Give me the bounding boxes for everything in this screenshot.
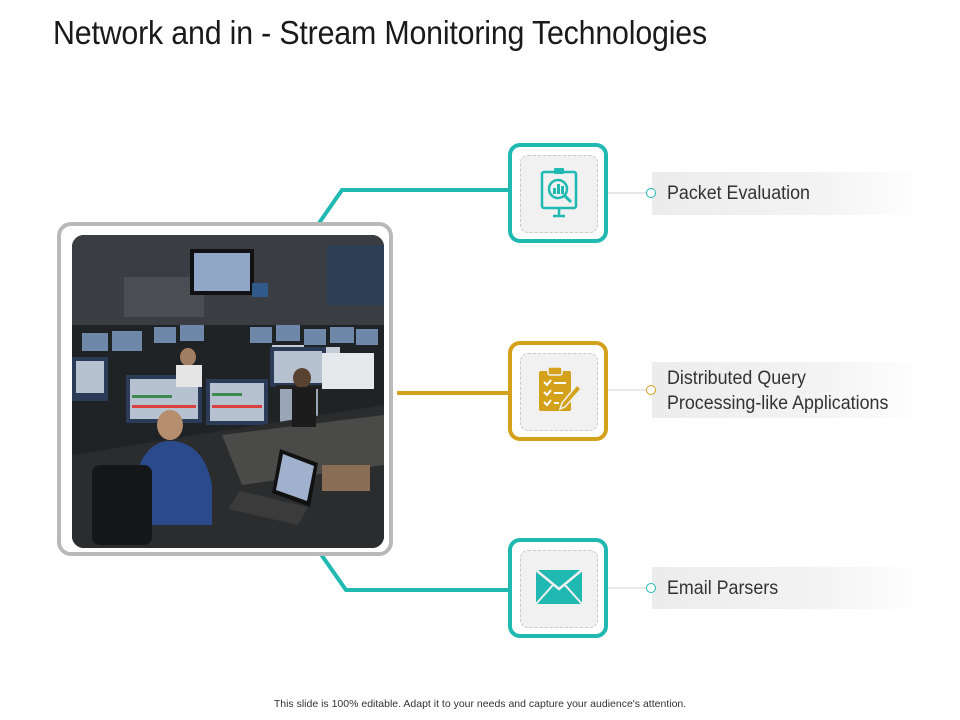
icon-inner-3: [520, 550, 598, 628]
connector-bottom: [316, 548, 510, 592]
label-band-3: [652, 567, 927, 609]
icon-box-email-parsers: [508, 538, 608, 638]
icon-inner-2: [520, 353, 598, 431]
label-band-1: [652, 172, 927, 215]
bullet-dot-3: [646, 583, 656, 593]
label-packet-evaluation: Packet Evaluation: [667, 183, 810, 204]
slide-title: Network and in - Stream Monitoring Techn…: [53, 14, 707, 51]
envelope-icon: [535, 568, 583, 610]
connector-top: [308, 188, 510, 238]
label-distributed-query: Distributed Query Processing-like Applic…: [667, 368, 889, 414]
control-room-illustration: [72, 235, 384, 548]
control-room-photo: [72, 235, 384, 548]
icon-box-packet-evaluation: [508, 143, 608, 243]
label-band-2: [652, 362, 927, 418]
icon-box-distributed-query: [508, 341, 608, 441]
label-email-parsers: Email Parsers: [667, 578, 779, 599]
checklist-pencil-icon: [535, 365, 583, 420]
icon-inner-1: [520, 155, 598, 233]
report-magnifier-icon: [536, 166, 582, 223]
bullet-dot-2: [646, 385, 656, 395]
footer-note: This slide is 100% editable. Adapt it to…: [273, 698, 687, 710]
bullet-dot-1: [646, 188, 656, 198]
